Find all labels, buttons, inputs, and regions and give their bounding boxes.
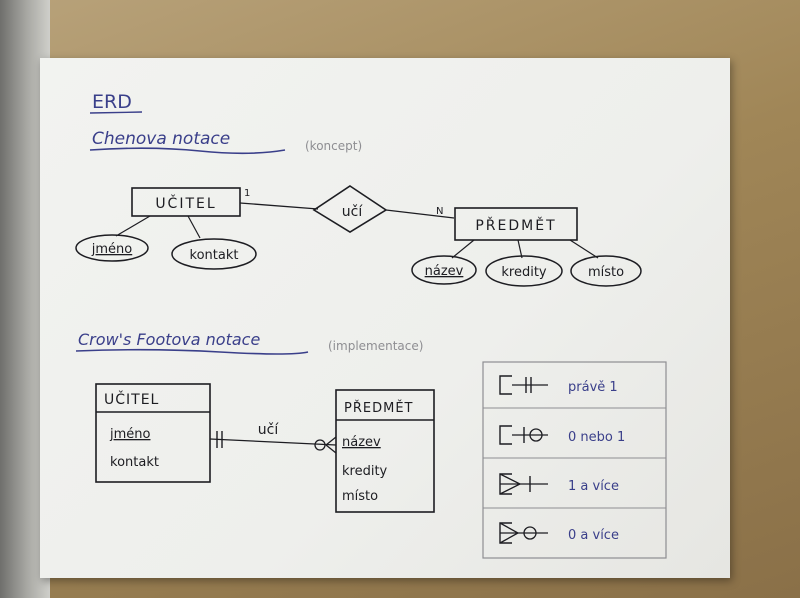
- chen-entity-subject-box: [454, 207, 578, 241]
- crows-teacher-table: [95, 383, 211, 483]
- crows-subject-name: PŘEDMĚT: [344, 400, 413, 416]
- chen-note: (koncept): [305, 139, 362, 153]
- paper-sheet: [40, 58, 730, 578]
- legend-entity-edge: [499, 425, 512, 445]
- chen-entity-subject-label: PŘEDMĚT: [475, 217, 556, 234]
- legend-mark-many: [499, 522, 520, 544]
- chen-line-right: [385, 209, 455, 219]
- chen-attr-subject-1: kredity: [501, 265, 547, 280]
- chen-line-left: [239, 202, 319, 210]
- chen-entity-teacher-label: UČITEL: [155, 194, 216, 212]
- chen-attr-ellipse: [485, 255, 563, 287]
- crows-subject-field-0: kredity: [342, 464, 388, 479]
- legend-label-3: 0 a více: [568, 528, 619, 543]
- chen-attr-ellipse: [570, 255, 642, 287]
- chen-relation-label: učí: [342, 204, 364, 220]
- legend-mark-zero: [523, 526, 537, 540]
- crows-relation-line: [209, 438, 337, 446]
- chen-attr-link: [187, 215, 201, 239]
- legend-label-2: 1 a více: [568, 479, 619, 494]
- crows-teacher-name: UČITEL: [104, 390, 159, 408]
- legend-mark-zero: [529, 428, 543, 442]
- crows-subject-key: název: [342, 435, 381, 450]
- chen-attr-teacher-0: jméno: [91, 242, 133, 257]
- legend-mark-many: [499, 473, 522, 495]
- crows-subject-field-1: místo: [342, 489, 378, 504]
- chen-attr-ellipse: [171, 238, 257, 270]
- chen-card-left: 1: [244, 188, 250, 199]
- chen-attr-subject-2: místo: [588, 265, 624, 280]
- chen-attr-link: [115, 215, 151, 237]
- chen-attr-ellipse: [411, 255, 477, 285]
- title-erd: ERD: [92, 91, 132, 113]
- chen-card-right: N: [436, 206, 443, 217]
- chen-attr-teacher-1: kontakt: [190, 248, 239, 263]
- chen-attr-link: [451, 239, 475, 259]
- chen-entity-teacher-box: [131, 187, 241, 217]
- chen-heading-underline: [89, 147, 286, 155]
- crows-teacher-field-0: kontakt: [110, 455, 159, 470]
- title-underline: [89, 111, 143, 114]
- crows-relation-label: učí: [258, 422, 280, 438]
- crows-heading: Crow's Footova notace: [78, 330, 260, 349]
- crows-heading-underline: [75, 348, 309, 355]
- chen-relation-diamond: [312, 185, 388, 233]
- chen-attr-ellipse: [75, 234, 149, 262]
- crows-teacher-key: jméno: [109, 427, 151, 442]
- crows-subject-table: [335, 389, 435, 513]
- chen-heading: Chenova notace: [92, 129, 230, 149]
- legend-label-0: právě 1: [568, 380, 618, 395]
- crows-mark-many: [325, 436, 337, 454]
- chen-attr-link: [517, 239, 523, 259]
- chen-attr-link: [569, 239, 599, 259]
- crows-mark-zero: [314, 439, 326, 451]
- legend-box: [482, 361, 667, 559]
- legend-label-1: 0 nebo 1: [568, 430, 625, 445]
- legend-entity-edge: [499, 375, 512, 395]
- crows-note: (implementace): [328, 339, 423, 353]
- chen-attr-subject-0: název: [425, 264, 464, 279]
